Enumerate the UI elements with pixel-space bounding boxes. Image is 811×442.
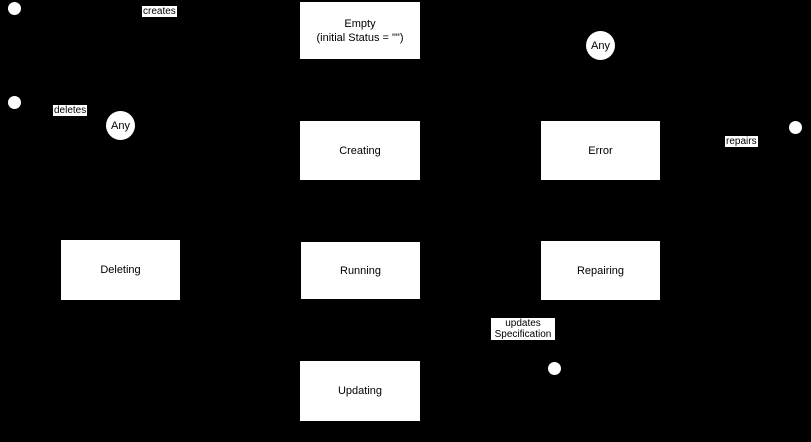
endpoint-dot-left (8, 96, 21, 109)
state-node-label: Error (588, 144, 613, 157)
endpoint-dot-top-left (8, 2, 21, 15)
state-node-label: Empty (344, 17, 376, 30)
endpoint-dot-bottom (548, 362, 561, 375)
any-state-circle-left: Any (106, 111, 135, 140)
edge-label-deletes: deletes (53, 105, 88, 116)
edge-label-updates-specification: updates Specification (491, 318, 555, 340)
state-node-creating: Creating (300, 121, 420, 180)
state-node-updating: Updating (300, 361, 420, 421)
state-node-empty: Empty (initial Status = "") (300, 2, 420, 59)
state-node-label: Updating (337, 385, 383, 397)
edge-label-updates-specification-line2: Specification (494, 329, 552, 340)
edge-label-repairs: repairs (725, 136, 758, 147)
any-state-label: Any (111, 119, 130, 132)
any-state-circle-top-right: Any (586, 31, 615, 60)
endpoint-dot-right (789, 121, 802, 134)
state-node-label: Creating (339, 144, 381, 157)
state-node-deleting: Deleting (61, 240, 180, 300)
state-node-label: Running (340, 264, 381, 277)
state-node-running: Running (301, 242, 420, 299)
state-node-label: Deleting (100, 264, 141, 276)
edge-label-creates: creates (142, 6, 177, 17)
state-node-error: Error (541, 121, 660, 180)
state-node-repairing: Repairing (541, 241, 660, 300)
any-state-label: Any (591, 39, 610, 52)
state-node-label: Repairing (576, 264, 625, 277)
edge-label-updates-specification-line1: updates (505, 318, 541, 329)
state-node-sublabel: (initial Status = "") (316, 31, 404, 44)
